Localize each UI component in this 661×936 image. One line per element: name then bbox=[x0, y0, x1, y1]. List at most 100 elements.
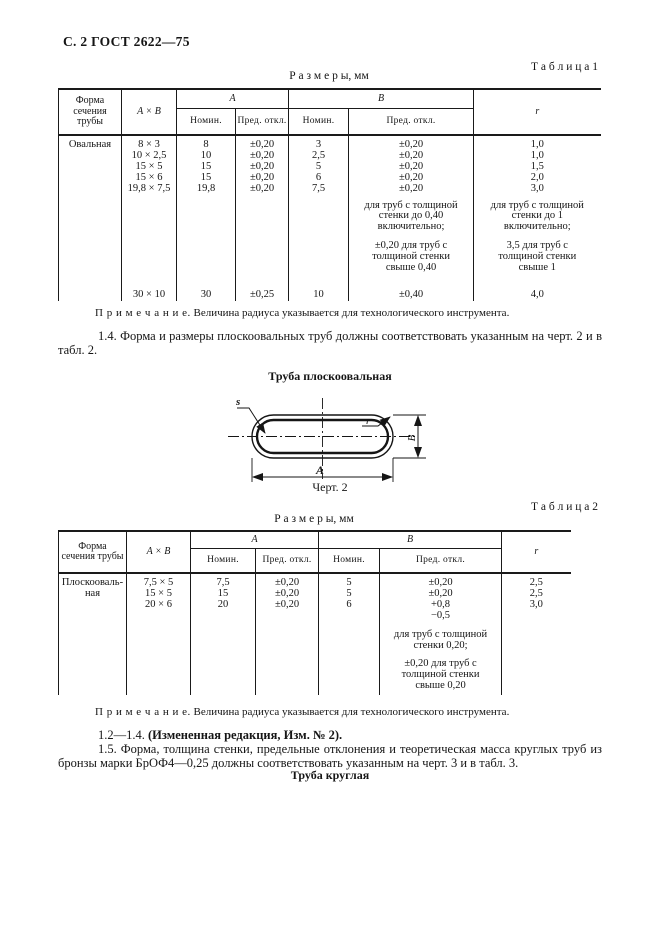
table1-a-deviation-column: ±0,20 ±0,20 ±0,20 ±0,20 ±0,20 ±0,25 bbox=[234, 135, 289, 301]
footnote-text: Величина радиуса указывается для техноло… bbox=[193, 307, 510, 319]
b-dimension-label: B bbox=[406, 434, 418, 441]
table1-header-a-nominal: Номин. bbox=[176, 108, 236, 136]
table2-header-b: B bbox=[318, 531, 502, 549]
cell-condition-note: для труб с толщиной стенки до 1 включите… bbox=[490, 199, 584, 233]
cell-value: 8 × 3 bbox=[138, 139, 160, 150]
cell-condition-note: для труб с толщиной стенки 0,20; bbox=[393, 628, 488, 651]
cell-value: 15 × 5 bbox=[135, 160, 163, 172]
table2-label: Т а б л и ц а 2 bbox=[530, 501, 598, 513]
table1-header-r: r bbox=[473, 89, 601, 136]
cell-value: 15 bbox=[217, 587, 229, 599]
figure2-caption: Черт. 2 bbox=[312, 480, 348, 494]
cell-value: 15 × 6 bbox=[135, 171, 163, 183]
cell-value: 30 × 10 bbox=[132, 289, 166, 301]
table2-header-shape: Форма сечения трубы bbox=[58, 531, 127, 574]
table2-header-a: A bbox=[189, 531, 319, 549]
cell-value: 8 bbox=[203, 139, 209, 150]
table2-flat-oval-tube-dimensions: Форма сечения трубы A × B A B r Номин. П… bbox=[58, 530, 571, 695]
flat-oval-tube-drawing: s r B A bbox=[228, 396, 426, 482]
revision-note: (Измененная редакция, Изм. № 2). bbox=[148, 728, 343, 742]
cell-value: 2,0 bbox=[530, 171, 544, 183]
cell-value: 1,5 bbox=[530, 160, 544, 172]
table2-r-column: 2,5 2,5 3,0 bbox=[501, 573, 571, 695]
table2-a-nominal-column: 7,5 15 20 bbox=[190, 573, 256, 695]
cell-value: 2,5 bbox=[529, 587, 543, 599]
table1-header-b: B bbox=[288, 89, 474, 109]
cell-value: 5 bbox=[346, 577, 352, 588]
table1-header-axb: A × B bbox=[121, 89, 177, 136]
cell-value: ±0,20 bbox=[274, 587, 300, 599]
cell-value: ±0,20 bbox=[398, 182, 424, 194]
table1-label: Т а б л и ц а 1 bbox=[530, 61, 598, 73]
cell-value: 4,0 bbox=[530, 289, 544, 301]
table2-units-caption: Р а з м е р ы, мм bbox=[274, 513, 354, 525]
table1-b-nominal-column: 3 2,5 5 6 7,5 10 bbox=[288, 135, 349, 301]
table1-header-a: A bbox=[175, 89, 289, 109]
cell-value: ±0,40 bbox=[398, 289, 424, 301]
cell-value: 15 bbox=[200, 171, 212, 183]
table2-header-b-nominal: Номин. bbox=[318, 548, 380, 574]
wall-thickness-leader bbox=[237, 407, 266, 434]
footnote-label: П р и м е ч а н и е. bbox=[95, 706, 191, 718]
cell-value: 20 × 6 bbox=[145, 598, 172, 610]
cell-condition-note: ±0,20 для труб с толщиной стенки свыше 0… bbox=[401, 658, 480, 692]
table1-axb-column: 8 × 3 10 × 2,5 15 × 5 15 × 6 19,8 × 7,5 … bbox=[121, 135, 177, 301]
cell-value: 10 × 2,5 bbox=[131, 149, 167, 161]
cell-value: 6 bbox=[346, 598, 352, 610]
cell-value: 3,0 bbox=[530, 182, 544, 194]
cell-value: 2,5 bbox=[529, 577, 543, 588]
cell-value: ±0,20 bbox=[398, 149, 424, 161]
table1-header-b-deviation: Пред. откл. bbox=[348, 108, 474, 136]
table1-header-b-nominal: Номин. bbox=[288, 108, 349, 136]
table1-header-shape: Форма сечения трубы bbox=[58, 89, 122, 136]
footnote-label: П р и м е ч а н и е. bbox=[95, 307, 191, 319]
revision-range: 1.2—1.4. bbox=[98, 728, 148, 742]
table1-r-column: 1,0 1,0 1,5 2,0 3,0 для труб с толщиной … bbox=[473, 135, 601, 301]
radius-leader bbox=[362, 416, 391, 427]
figure3-title: Труба круглая bbox=[290, 768, 370, 782]
cell-value: 19,8 bbox=[196, 182, 216, 194]
table2-footnote: П р и м е ч а н и е. Величина радиуса ук… bbox=[95, 706, 509, 718]
cell-value: 20 bbox=[217, 598, 229, 610]
cell-value: 1,0 bbox=[530, 149, 544, 161]
table2-shape-column: Плоскооваль- ная bbox=[58, 573, 127, 695]
cell-value: ±0,20 bbox=[274, 577, 300, 588]
cell-value: ±0,20 bbox=[428, 577, 453, 588]
table1-b-deviation-column: ±0,20 ±0,20 ±0,20 ±0,20 ±0,20 для труб с… bbox=[348, 135, 474, 301]
cell-value: 19,8 × 7,5 bbox=[127, 182, 171, 194]
cell-value: 10 bbox=[200, 149, 212, 161]
cell-value: 15 bbox=[200, 160, 212, 172]
cell-value: 3 bbox=[315, 139, 322, 150]
page-header: С. 2 ГОСТ 2622—75 bbox=[63, 34, 190, 49]
cell-value: 10 bbox=[313, 289, 324, 301]
cell-value: 7,5 bbox=[216, 577, 230, 588]
cell-value: 30 bbox=[200, 289, 212, 301]
table2-axb-column: 7,5 × 5 15 × 5 20 × 6 bbox=[126, 573, 191, 695]
footnote-text: Величина радиуса указывается для техноло… bbox=[193, 706, 510, 718]
cell-value: ±0,20 bbox=[428, 587, 453, 599]
table2-header-b-deviation: Пред. откл. bbox=[379, 548, 502, 574]
cell-value: ±0,20 bbox=[398, 139, 424, 150]
table2-header-a-deviation: Пред. откл. bbox=[254, 548, 319, 574]
cell-value: ±0,20 bbox=[249, 160, 275, 172]
cell-value: 3,0 bbox=[529, 598, 543, 610]
cell-value: Овальная bbox=[68, 139, 112, 150]
tube-outer-contour bbox=[251, 414, 394, 459]
table2-b-nominal-column: 5 5 6 bbox=[318, 573, 380, 695]
paragraph-1-2-revision: 1.2—1.4. (Измененная редакция, Изм. № 2)… bbox=[58, 728, 602, 742]
paragraph-1-5: 1.5. Форма, толщина стенки, предельные о… bbox=[58, 742, 602, 770]
table2-header-a-nominal: Номин. bbox=[190, 548, 256, 574]
table2-b-deviation-column: ±0,20 ±0,20 +0,8 −0,5 для труб с толщино… bbox=[379, 573, 502, 695]
cell-value: ±0,20 bbox=[249, 149, 275, 161]
cell-value: ±0,20 bbox=[249, 171, 275, 183]
cell-value: ±0,20 bbox=[398, 171, 424, 183]
table1-shape-column: Овальная bbox=[58, 135, 122, 301]
table1-header-a-deviation: Пред. откл. bbox=[234, 108, 289, 136]
cell-value: 7,5 bbox=[311, 182, 326, 194]
table1-units-caption: Р а з м е р ы, мм bbox=[289, 70, 369, 82]
cell-value: Плоскооваль- ная bbox=[61, 577, 124, 599]
table2-a-deviation-column: ±0,20 ±0,20 ±0,20 bbox=[254, 573, 319, 695]
cell-value: ±0,20 bbox=[249, 139, 275, 150]
cell-value: ±0,20 bbox=[249, 182, 275, 194]
cell-value: 15 × 5 bbox=[145, 587, 172, 599]
